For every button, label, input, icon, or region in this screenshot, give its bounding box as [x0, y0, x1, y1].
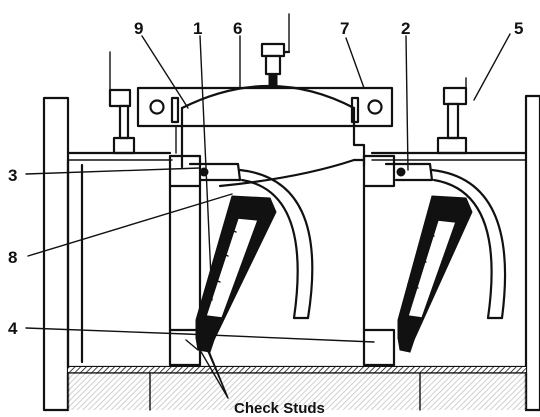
callout-7: 7	[340, 19, 349, 38]
right-seat	[362, 154, 396, 367]
callout-2: 2	[401, 19, 410, 38]
right-flange	[524, 94, 540, 412]
right-disc	[384, 162, 507, 353]
callout-4: 4	[8, 319, 18, 338]
valve-body	[42, 94, 540, 412]
callout-9: 9	[134, 19, 143, 38]
callout-3: 3	[8, 166, 17, 185]
callout-5: 5	[514, 19, 523, 38]
callout-1: 1	[193, 19, 202, 38]
left-vent	[108, 51, 136, 155]
callout-8: 8	[8, 248, 17, 267]
right-vent	[436, 77, 468, 155]
leader-lines	[25, 33, 511, 399]
check-studs-label: Check Studs	[234, 400, 325, 417]
seat-face	[218, 158, 356, 188]
callout-6: 6	[233, 19, 242, 38]
access-cover	[136, 84, 394, 169]
left-flange	[42, 96, 70, 412]
left-disc	[185, 162, 314, 353]
